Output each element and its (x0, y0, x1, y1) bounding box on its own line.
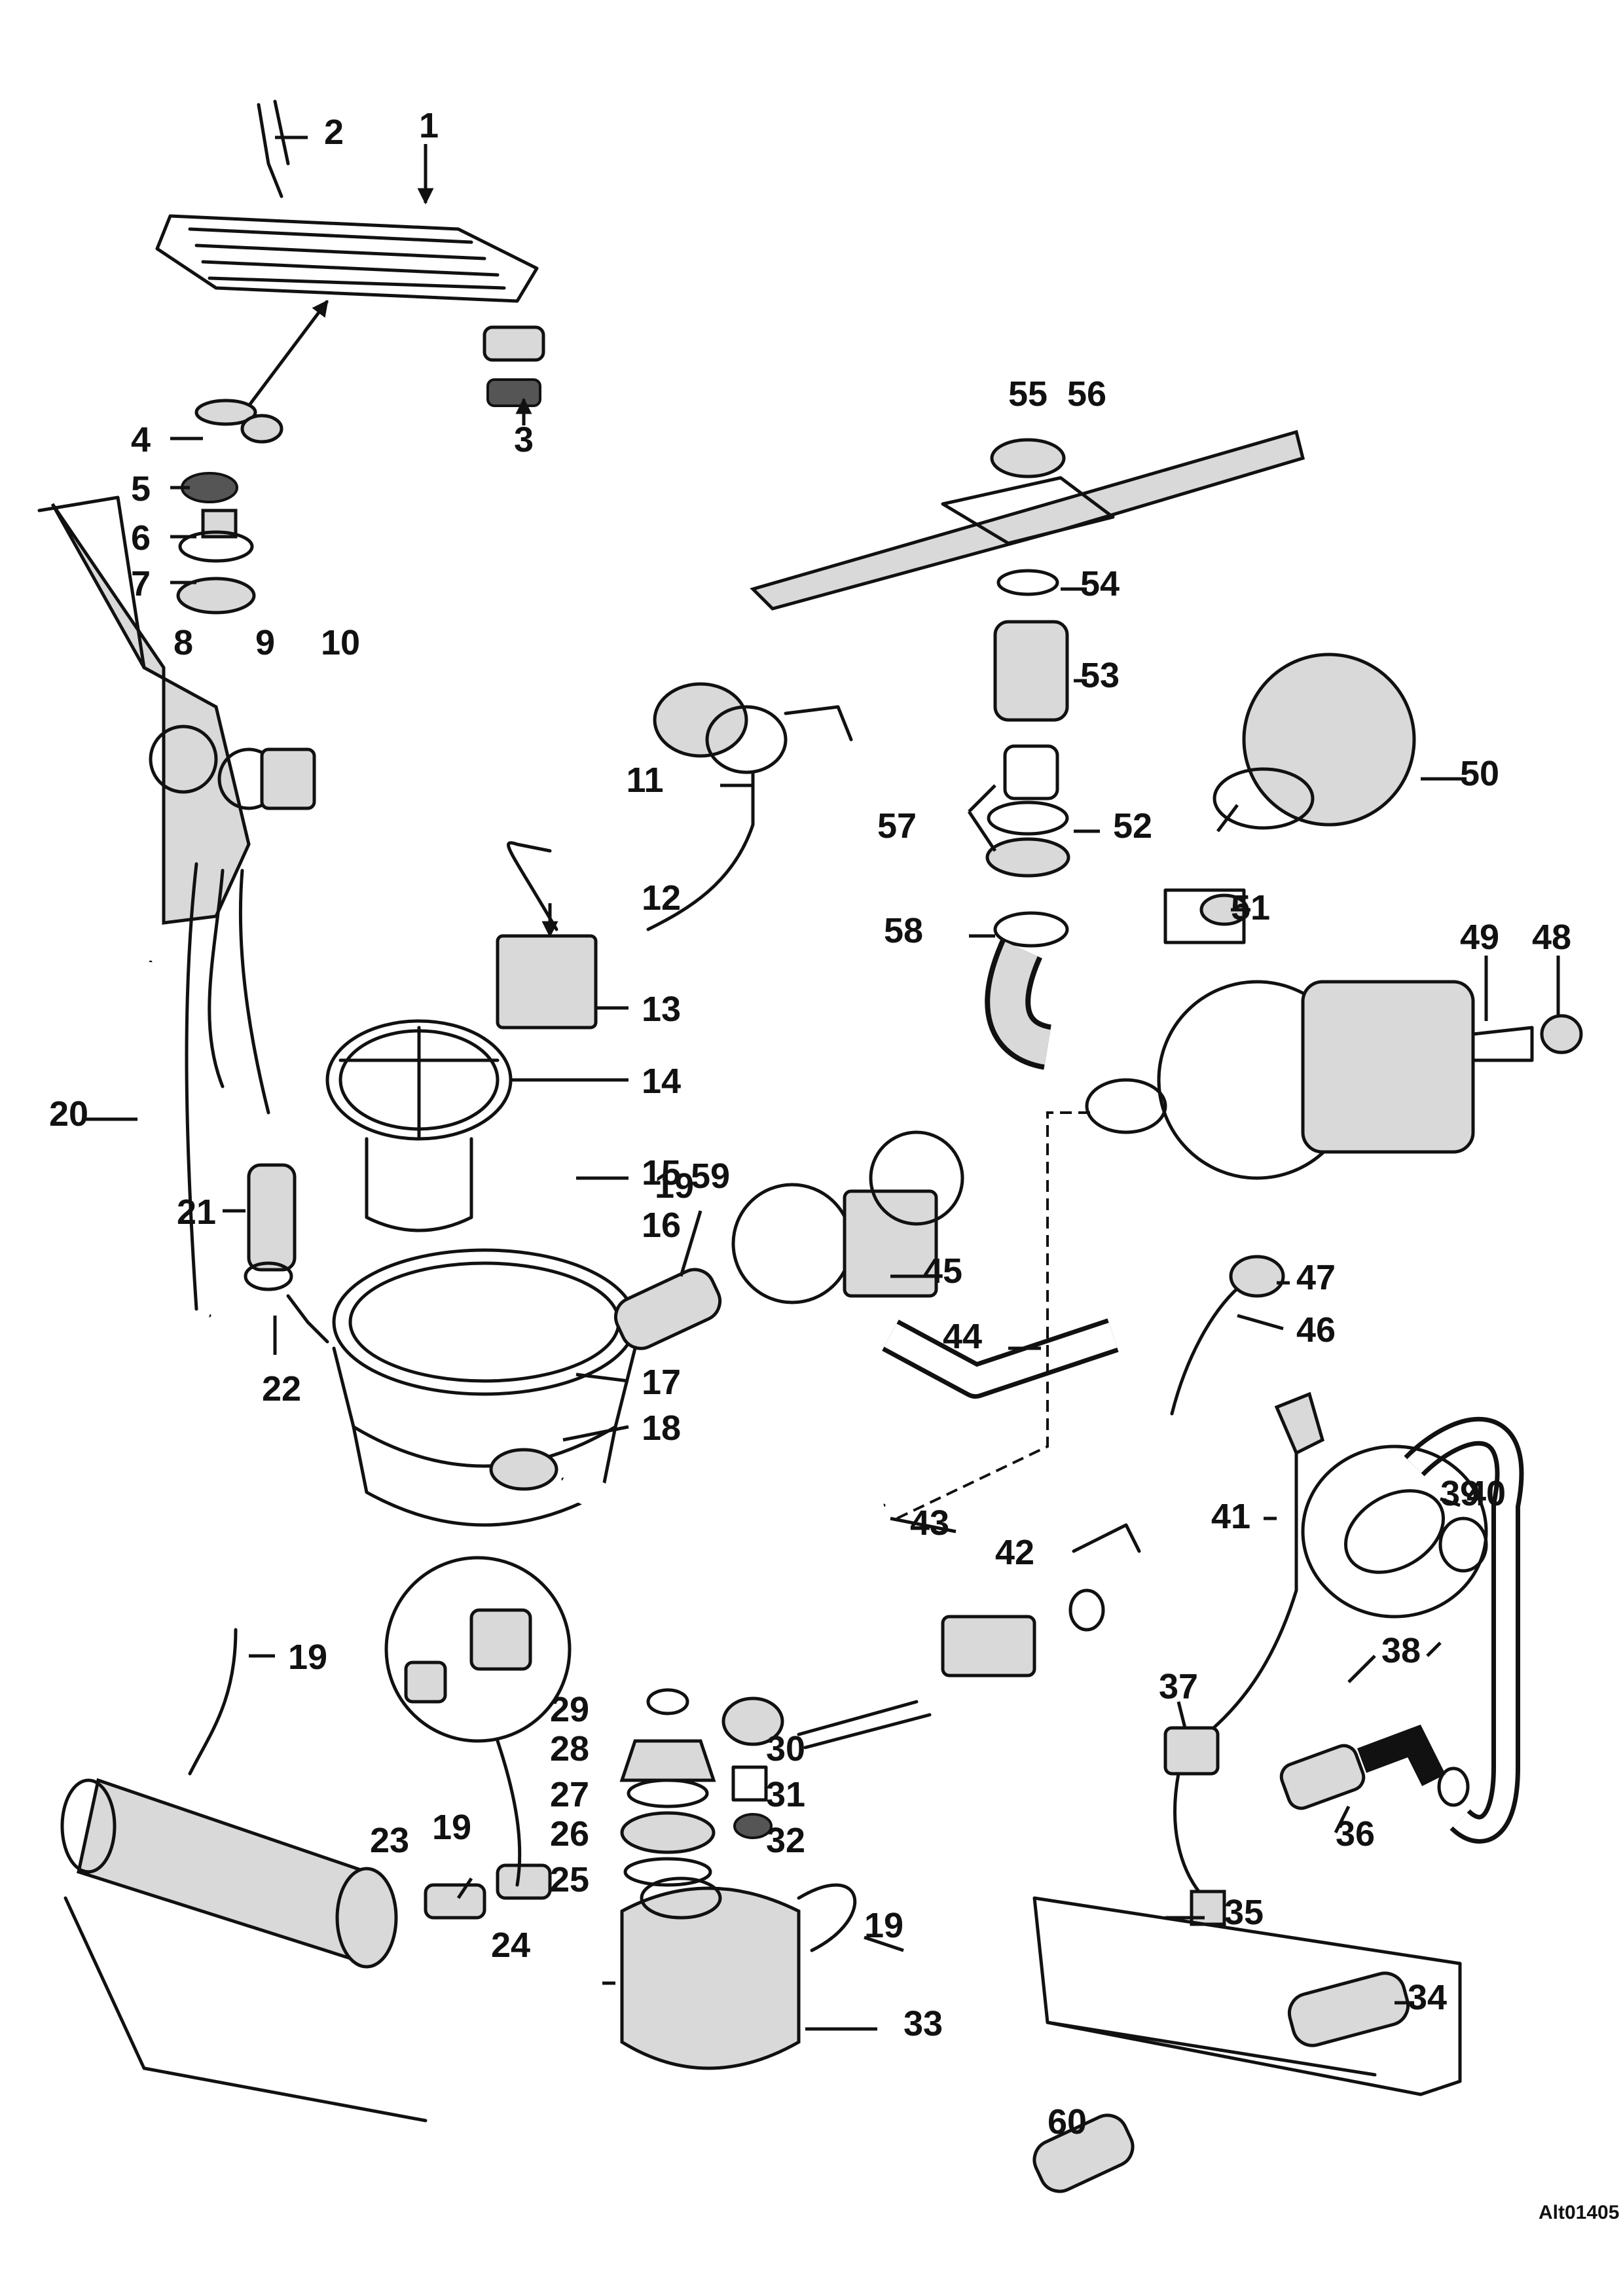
callout-19: 19 (432, 1808, 471, 1847)
callout-30: 30 (766, 1729, 805, 1768)
callout-28: 28 (550, 1729, 589, 1768)
power-cord (1163, 1391, 1324, 1926)
callout-56: 56 (1067, 374, 1106, 414)
sump-hose (556, 1466, 888, 1550)
callout-27: 27 (550, 1775, 589, 1814)
motor-assembly (1085, 653, 1583, 1180)
callout-22: 22 (262, 1369, 301, 1408)
callout-40: 40 (1467, 1474, 1506, 1513)
heater-tube (60, 1628, 552, 2123)
inlet-valve (797, 1523, 1141, 1749)
callout-31: 31 (766, 1775, 805, 1814)
callout-53: 53 (1080, 656, 1120, 695)
callout-38: 38 (1381, 1631, 1421, 1670)
callout-19: 19 (655, 1166, 694, 1206)
callout-17: 17 (642, 1363, 681, 1402)
circulation-pump (613, 1130, 964, 1350)
callout-13: 13 (642, 990, 681, 1029)
callout-21: 21 (177, 1193, 216, 1232)
callout-14: 14 (642, 1062, 681, 1101)
callout-29: 29 (550, 1690, 589, 1729)
heating-element (155, 99, 545, 407)
gasket-inset (1301, 1444, 1488, 1619)
callout-19: 19 (864, 1906, 903, 1945)
callout-58: 58 (884, 911, 923, 950)
callout-57: 57 (877, 806, 917, 846)
spray-arm-elbow (985, 911, 1069, 1070)
callout-39: 39 (1440, 1474, 1480, 1513)
callout-3: 3 (514, 420, 534, 459)
callout-9: 9 (255, 623, 275, 662)
callout-42: 42 (995, 1533, 1034, 1572)
callout-49: 49 (1460, 918, 1499, 957)
callout-19: 19 (288, 1638, 327, 1677)
spray-arm (750, 429, 1305, 878)
callout-51: 51 (1231, 888, 1270, 927)
callout-50: 50 (1460, 754, 1499, 793)
callout-37: 37 (1159, 1667, 1198, 1706)
callout-59: 59 (691, 1157, 730, 1196)
callout-44: 44 (943, 1317, 982, 1356)
pressure-switch (496, 682, 853, 1030)
callout-60: 60 (1048, 2102, 1087, 2142)
thermostat-stack (176, 300, 329, 615)
callout-20: 20 (49, 1094, 88, 1134)
filter-assembly (325, 1019, 513, 1232)
leader-lines (85, 135, 1560, 2031)
callout-1: 1 (419, 106, 439, 145)
water-softener (619, 1688, 857, 2070)
drain-hose (1170, 1255, 1524, 1844)
fitting-inset (384, 1556, 572, 1887)
air-break-valve (244, 1163, 329, 1344)
callout-54: 54 (1080, 564, 1120, 603)
callout-45: 45 (923, 1251, 962, 1291)
callout-4: 4 (131, 420, 151, 459)
reference-code: Alt01405 (1539, 2202, 1619, 2223)
callout-2: 2 (324, 113, 344, 152)
callout-26: 26 (550, 1814, 589, 1854)
callout-7: 7 (131, 564, 151, 603)
base-rail (1032, 1896, 1462, 2193)
hoses-left (125, 862, 270, 1321)
callout-16: 16 (642, 1206, 681, 1245)
callout-23: 23 (370, 1821, 409, 1860)
callout-5: 5 (131, 469, 151, 509)
callout-6: 6 (131, 518, 151, 558)
callout-48: 48 (1532, 918, 1571, 957)
callout-11: 11 (626, 761, 663, 800)
callout-47: 47 (1296, 1258, 1336, 1297)
callout-15: 15 (642, 1153, 681, 1193)
motor-cover (37, 495, 316, 925)
callout-18: 18 (642, 1408, 681, 1448)
callout-43: 43 (910, 1503, 949, 1543)
callout-33: 33 (903, 2004, 943, 2043)
callout-55: 55 (1008, 374, 1048, 414)
callout-36: 36 (1336, 1814, 1375, 1854)
callout-24: 24 (491, 1926, 530, 1965)
callout-8: 8 (173, 623, 193, 662)
callout-12: 12 (642, 878, 681, 918)
callout-10: 10 (321, 623, 360, 662)
callout-41: 41 (1211, 1497, 1250, 1536)
callout-52: 52 (1113, 806, 1152, 846)
callout-32: 32 (766, 1821, 805, 1860)
level-switch (1279, 1724, 1470, 1810)
callout-46: 46 (1296, 1310, 1336, 1350)
pump-outlet-pipe (882, 1111, 1119, 1520)
callout-34: 34 (1408, 1978, 1447, 2017)
callout-35: 35 (1224, 1893, 1264, 1932)
callout-25: 25 (550, 1860, 589, 1899)
